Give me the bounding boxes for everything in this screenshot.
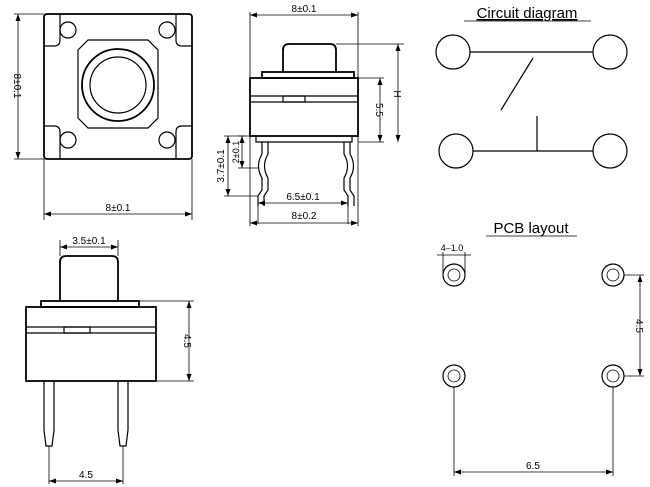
side-view-dim-h: H [391,90,402,97]
side-view: 8±0.1 5.5 H 3.7±0.1 2±0.1 6.5±0.1 [216,4,404,226]
side-view-width-top-dim: 8±0.1 [292,4,317,15]
pcb-layout: PCB layout 4–1.0 4.5 6.5 [437,220,644,476]
pcb-vertical-pitch-dim: 4.5 [633,319,644,333]
side-view-dim-2: 2±0.1 [231,141,241,163]
side-view-width-bottom-dim: 8±0.2 [292,211,317,222]
front-view-actuator-width-dim: 3.5±0.1 [72,236,106,247]
top-view-height-dim: 8±0.1 [11,74,22,99]
circuit-diagram: Circuit diagram [435,5,628,169]
pcb-horizontal-pitch-dim: 6.5 [526,461,540,472]
top-view: 8±0.1 8±0.1 [11,13,193,220]
circuit-diagram-title: Circuit diagram [477,5,578,22]
top-view-width-dim: 8±0.1 [106,203,131,214]
pcb-layout-title: PCB layout [493,220,569,237]
front-view-height-dim: 4.5 [181,334,192,348]
pcb-hole-dim: 4–1.0 [441,243,464,253]
side-view-pin-pitch-dim: 6.5±0.1 [286,192,320,203]
front-view: 3.5±0.1 4.5 4.5 [25,236,194,484]
side-view-dim-37: 3.7±0.1 [216,149,227,183]
side-view-dim-55: 5.5 [373,103,384,117]
front-view-pin-pitch-dim: 4.5 [79,470,93,481]
